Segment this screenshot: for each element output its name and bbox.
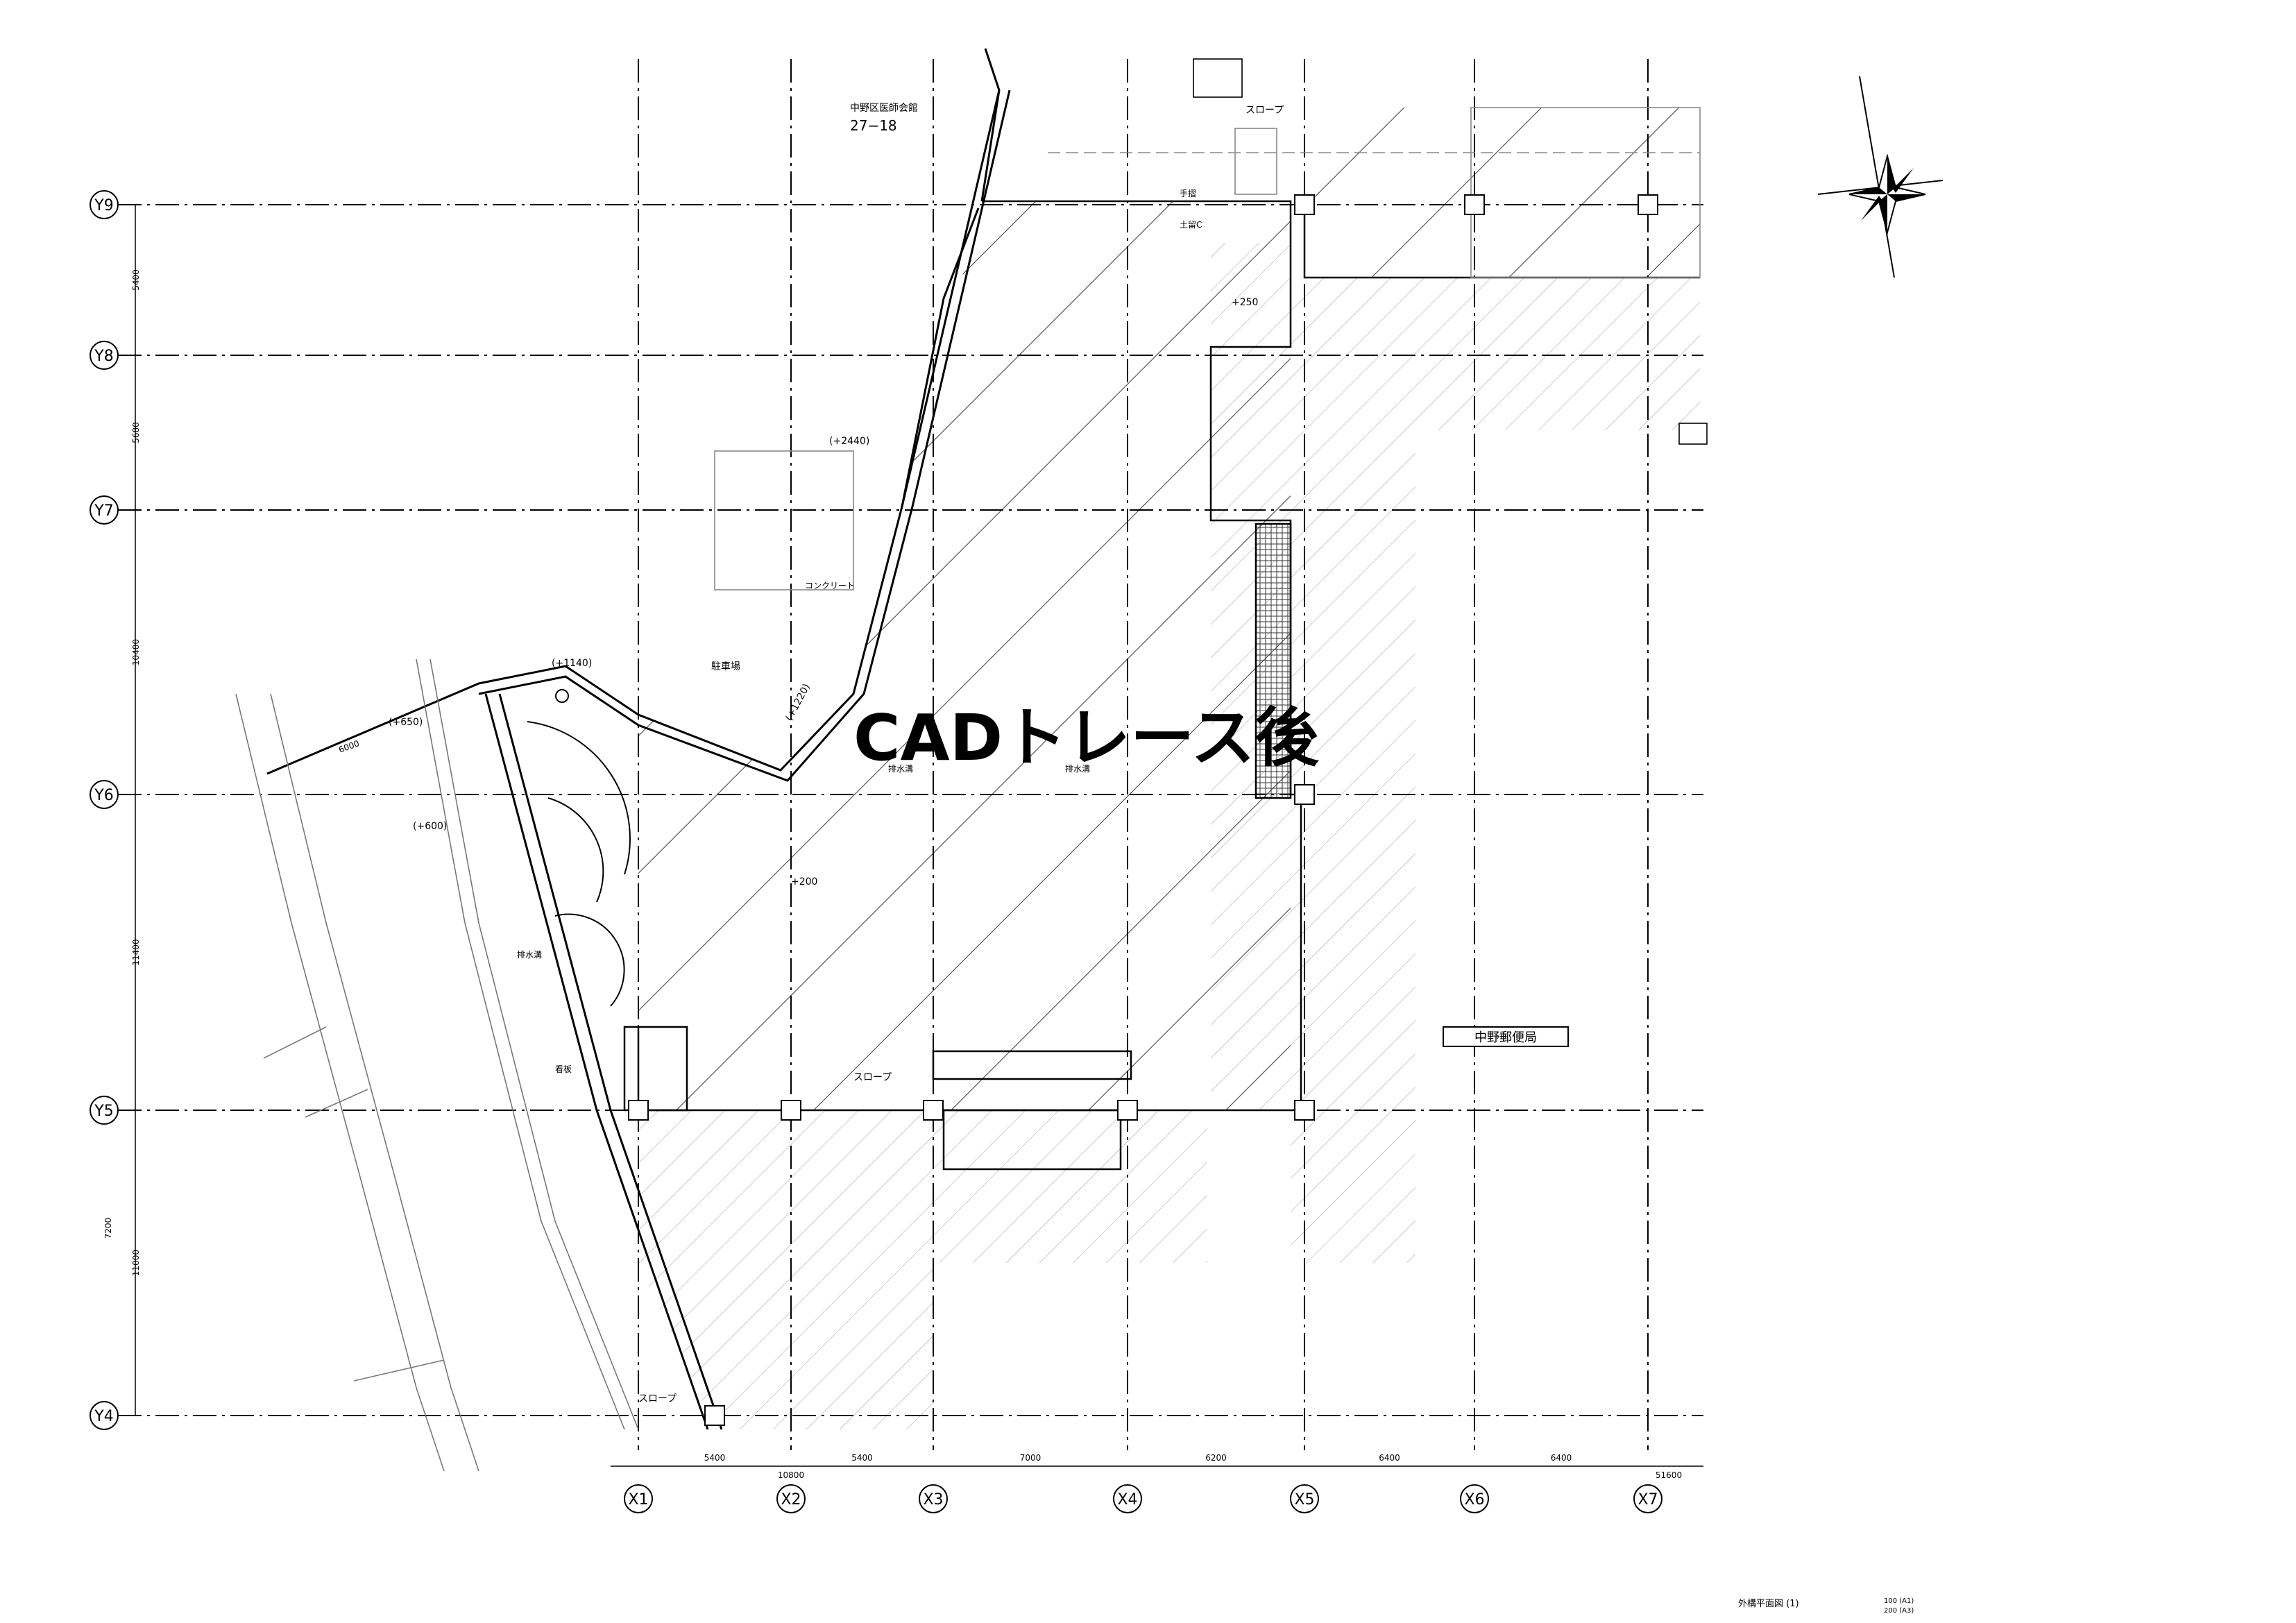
handrail-label: 手摺: [1180, 188, 1196, 198]
axis-label-x4: X4: [1117, 1491, 1137, 1509]
column: [628, 1100, 649, 1121]
elev-2440-label: (+2440): [829, 436, 869, 447]
parking-label: 駐車場: [711, 661, 740, 672]
axis-bubble-x2: [776, 1484, 806, 1513]
axis-bubble-x4: [1113, 1484, 1142, 1513]
x-subtotal-label: 10800: [778, 1470, 804, 1480]
x-dim-label: 5400: [704, 1453, 726, 1463]
axis-bubble-x7: [1633, 1484, 1663, 1513]
column: [704, 1405, 725, 1426]
y-dim-label: 5680: [131, 422, 141, 443]
x-dim-label: 6400: [1551, 1453, 1572, 1463]
y-dim-label: 10400: [131, 639, 141, 665]
column: [1638, 194, 1658, 215]
elev-250-label: +250: [1232, 297, 1258, 308]
drain-right-label: 排水溝: [517, 950, 542, 960]
axis-bubble-y9: [90, 190, 119, 219]
y-dim-label: 11400: [131, 939, 141, 965]
axis-bubble-x6: [1460, 1484, 1489, 1513]
x-dim-label: 5400: [851, 1453, 873, 1463]
axis-label-x6: X6: [1464, 1491, 1484, 1509]
elev-200-label: +200: [791, 876, 817, 887]
axis-bubble-y5: [90, 1096, 119, 1125]
north-arrow-icon: [1817, 76, 1944, 278]
axis-label-y8: Y8: [94, 348, 113, 365]
axis-label-x3: X3: [923, 1491, 943, 1509]
street-lines: [235, 658, 639, 1472]
retaining-label: 土留C: [1180, 220, 1202, 230]
x-dim-label: 6400: [1379, 1453, 1400, 1463]
column: [1294, 784, 1315, 805]
overlay-title: CADトレース後: [853, 701, 1319, 775]
sign-label: 看板: [555, 1064, 572, 1074]
elev-1140-label: (+1140): [552, 658, 592, 669]
post-office-label: 中野郵便局: [1474, 1030, 1537, 1045]
y-dim-label: 5400: [131, 269, 141, 291]
axis-label-y7: Y7: [94, 502, 113, 520]
column: [923, 1100, 944, 1121]
slope-mid-label: スロープ: [853, 1072, 892, 1083]
axis-bubble-y8: [90, 341, 119, 370]
axis-bubble-y7: [90, 495, 119, 525]
axis-bubble-y4: [90, 1401, 119, 1430]
drain-left-label: 排水溝: [888, 764, 913, 774]
columns: [628, 194, 1658, 1426]
dimensions: 5400 5400 7000 6200 6400 6400 10800 51600 5400 56…: [103, 269, 1682, 1480]
slope-bottom-label: スロープ: [638, 1393, 677, 1404]
slope-top-label: スロープ: [1245, 105, 1284, 116]
axis-label-y6: Y6: [94, 787, 113, 804]
column: [1294, 194, 1315, 215]
neighbor-lot-label: 27−18: [850, 117, 897, 134]
elev-1220-label: (+1220): [783, 682, 812, 723]
y-dim-label: 11000: [131, 1250, 141, 1276]
neighbor-building: [714, 58, 1708, 590]
elev-600-label: (+600): [413, 821, 447, 832]
axis-label-y5: Y5: [94, 1103, 113, 1120]
dim-6000-label: 6000: [337, 738, 360, 755]
axis-label-x5: X5: [1294, 1491, 1314, 1509]
axis-bubble-x1: [624, 1484, 653, 1513]
concrete-label: コンクリート: [805, 581, 855, 590]
planting-beds: [527, 689, 631, 1007]
column: [781, 1100, 801, 1121]
scale-a3: 200 (A3): [1884, 1607, 1914, 1615]
x-total-label: 51600: [1656, 1470, 1682, 1480]
site-boundary: [266, 48, 1011, 1430]
y-extra-label: 7200: [103, 1218, 113, 1239]
drawing-title: 外構平面図 (1): [1738, 1599, 1799, 1609]
scale-a1: 100 (A1): [1884, 1597, 1914, 1605]
axis-label-x1: X1: [628, 1491, 648, 1509]
title-block: 外構平面図 (1) 100 (A1) 200 (A3): [1738, 1597, 1914, 1615]
axis-label-y4: Y4: [94, 1408, 113, 1425]
axis-bubble-x3: [919, 1484, 948, 1513]
x-dim-label: 7000: [1020, 1453, 1041, 1463]
elev-650-label: (+650): [389, 717, 423, 728]
axis-label-y9: Y9: [94, 197, 113, 214]
neighbor-name-label: 中野区医師会館: [850, 102, 918, 114]
column: [1117, 1100, 1138, 1121]
drain-mid-label: 排水溝: [1065, 764, 1090, 774]
axis-bubble-x5: [1290, 1484, 1319, 1513]
axis-bubble-y6: [90, 780, 119, 809]
column: [1294, 1100, 1315, 1121]
axis-label-x2: X2: [781, 1491, 801, 1509]
post-office-box: [1443, 1026, 1569, 1047]
axis-label-x7: X7: [1638, 1491, 1658, 1509]
column: [1464, 194, 1485, 215]
building-hatch: [638, 108, 1700, 1110]
x-dim-label: 6200: [1205, 1453, 1227, 1463]
